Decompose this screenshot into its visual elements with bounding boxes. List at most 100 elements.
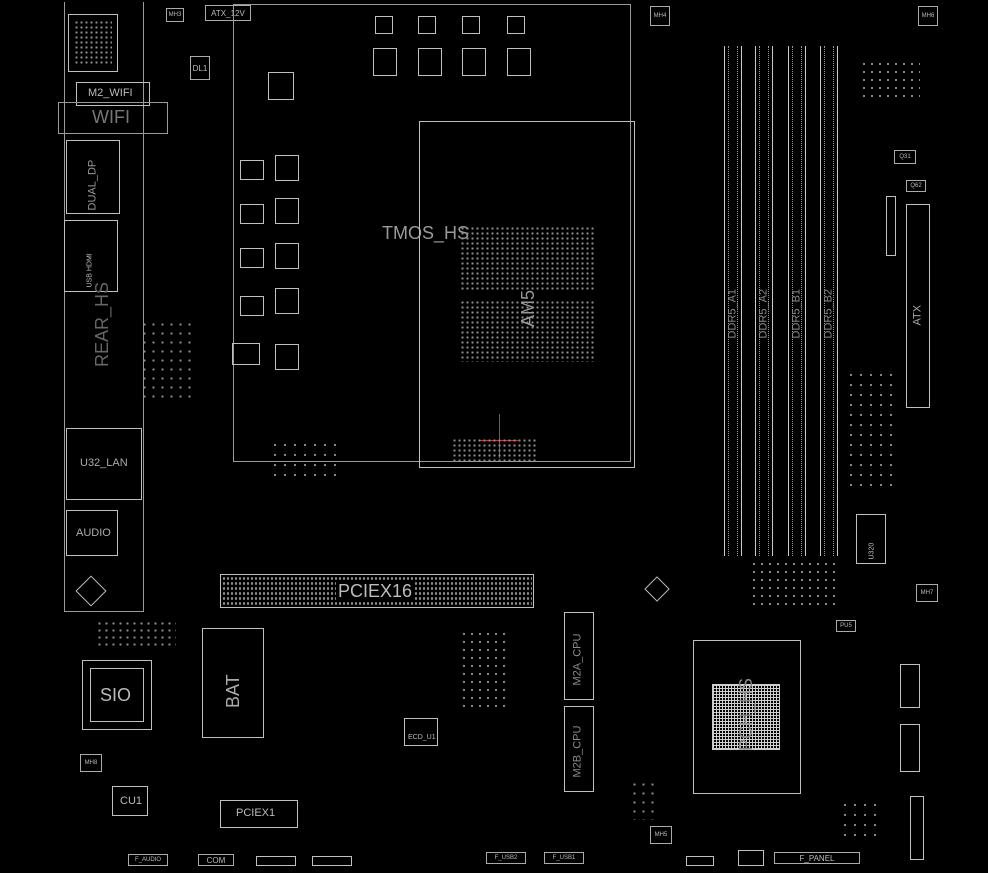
mh3-hole: MH3 xyxy=(166,8,184,22)
pch-hs-label: PCH_HS xyxy=(736,677,756,751)
usb-hdmi-connector xyxy=(64,220,118,292)
pciex1-label: PCIEX1 xyxy=(236,807,276,819)
mh7-hole: MH7 xyxy=(916,584,938,602)
sio-chip-inner xyxy=(90,668,144,722)
vrm-controller-chip xyxy=(268,72,294,100)
q62-component: Q62 xyxy=(906,180,926,192)
mh6-hole: MH6 xyxy=(918,6,938,26)
ddr5-a2-slot[interactable] xyxy=(755,46,773,556)
vrm-choke-8 xyxy=(275,288,299,314)
vrm-mosfet-1 xyxy=(375,16,393,34)
f-usb1-header[interactable]: F_USB1 xyxy=(544,852,584,864)
m2-wifi-slot[interactable] xyxy=(76,82,150,106)
vrm-choke-9 xyxy=(275,344,299,370)
am5-label: AM5 xyxy=(518,289,538,327)
vrm-choke-5 xyxy=(275,155,299,181)
vrm-mosfet-6 xyxy=(240,204,264,224)
cu1-label: CU1 xyxy=(120,795,143,807)
top-right-caps xyxy=(860,60,920,100)
am5-socket xyxy=(419,121,635,468)
m2-wifi-label: M2_WIFI xyxy=(88,87,133,99)
usb3-header xyxy=(910,796,924,860)
diag-chip xyxy=(644,576,670,602)
mh8-hole: MH8 xyxy=(80,754,102,772)
m2a-cpu-slot[interactable] xyxy=(564,612,594,700)
ddr5-a1-label: DDR5_A1 xyxy=(726,288,739,339)
mh5-hole: MH5 xyxy=(650,826,672,844)
vrm-choke-3 xyxy=(462,48,486,76)
mid-right-caps xyxy=(750,560,840,610)
vrm-choke-1 xyxy=(373,48,397,76)
m2a-cpu-label: M2A_CPU xyxy=(571,633,584,686)
dl1-component: DL1 xyxy=(190,56,210,80)
usb-block-top-pins xyxy=(74,20,112,66)
ddr5-b2-slot[interactable] xyxy=(820,46,838,556)
vrm-mosfet-2 xyxy=(418,16,436,34)
bottom-mid-caps xyxy=(630,780,660,820)
dual-dp-connector xyxy=(66,140,120,214)
cu1-chip xyxy=(112,786,148,816)
bottom-header-4[interactable] xyxy=(312,856,352,866)
pch-heatsink xyxy=(693,640,801,794)
left-caps-grid xyxy=(140,320,192,400)
q31-component: Q31 xyxy=(894,150,916,164)
bottom-small-header[interactable] xyxy=(738,850,764,866)
rear-hs-label: REAR_HS xyxy=(92,281,112,367)
vrm-mosfet-3 xyxy=(462,16,480,34)
pciex16-label: PCIEX16 xyxy=(336,581,415,601)
bottom-left-small-header[interactable] xyxy=(686,856,714,866)
com-header[interactable]: COM xyxy=(198,854,234,866)
ddr5-b1-label: DDR5_B1 xyxy=(790,288,803,339)
atx-side-strip xyxy=(886,196,896,256)
vrm-choke-4 xyxy=(507,48,531,76)
ec-label: ECD_U1 xyxy=(408,734,436,741)
atx-12v-connector[interactable]: ATX_12V xyxy=(205,5,251,21)
sio-label: SIO xyxy=(100,685,132,705)
vrm-mosfet-7 xyxy=(240,248,264,268)
u320-chip xyxy=(856,514,886,564)
wifi-module-outline xyxy=(58,102,168,134)
usb-block-top xyxy=(68,14,118,72)
fan-header-1 xyxy=(900,664,920,708)
atx-power-connector[interactable] xyxy=(906,204,930,408)
mh4-hole: MH4 xyxy=(650,6,670,26)
pciex1-slot[interactable] xyxy=(220,800,298,828)
ddr5-b1-slot[interactable] xyxy=(788,46,806,556)
vrm-caps-grid xyxy=(270,440,340,480)
pciex16-slot[interactable] xyxy=(220,574,534,608)
u320-label: U320 xyxy=(868,542,876,560)
audio-connector xyxy=(66,510,118,556)
wifi-label: WIFI xyxy=(92,107,130,127)
vrm-choke-7 xyxy=(275,243,299,269)
crosshair-v xyxy=(499,414,500,458)
right-caps-grid xyxy=(846,370,898,490)
vrm-mosfet-9 xyxy=(232,343,260,365)
f-audio-header[interactable]: F_AUDIO xyxy=(128,854,168,866)
tmos-heatsink-outline xyxy=(233,4,631,462)
dual-dp-label: DUAL_DP xyxy=(86,159,99,211)
am5-pins-upper xyxy=(460,226,596,292)
tmos-hs-label: TMOS_HS xyxy=(382,223,470,243)
pch-chip xyxy=(712,684,780,750)
f-usb2-header[interactable]: F_USB2 xyxy=(486,852,526,864)
m2b-cpu-slot[interactable] xyxy=(564,706,594,792)
lan-connector xyxy=(66,428,142,500)
sio-chip-outer xyxy=(82,660,152,730)
vrm-choke-6 xyxy=(275,198,299,224)
mid-caps xyxy=(460,630,510,710)
u32-lan-label: U32_LAN xyxy=(80,457,128,469)
vrm-mosfet-5 xyxy=(240,160,264,180)
ddr5-a2-label: DDR5_A2 xyxy=(757,288,770,339)
bottom-right-caps xyxy=(840,800,880,840)
f-panel-header[interactable]: F_PANEL xyxy=(774,852,860,864)
vrm-choke-2 xyxy=(418,48,442,76)
ddr5-a1-slot[interactable] xyxy=(724,46,742,556)
ec-chip xyxy=(404,718,438,746)
fan-header-2 xyxy=(900,724,920,772)
bottom-header-3[interactable] xyxy=(256,856,296,866)
vrm-mosfet-4 xyxy=(507,16,525,34)
usb-hdmi-label: USB HDMI xyxy=(86,253,94,288)
vrm-mosfet-8 xyxy=(240,296,264,316)
m2b-cpu-label: M2B_CPU xyxy=(571,725,584,778)
